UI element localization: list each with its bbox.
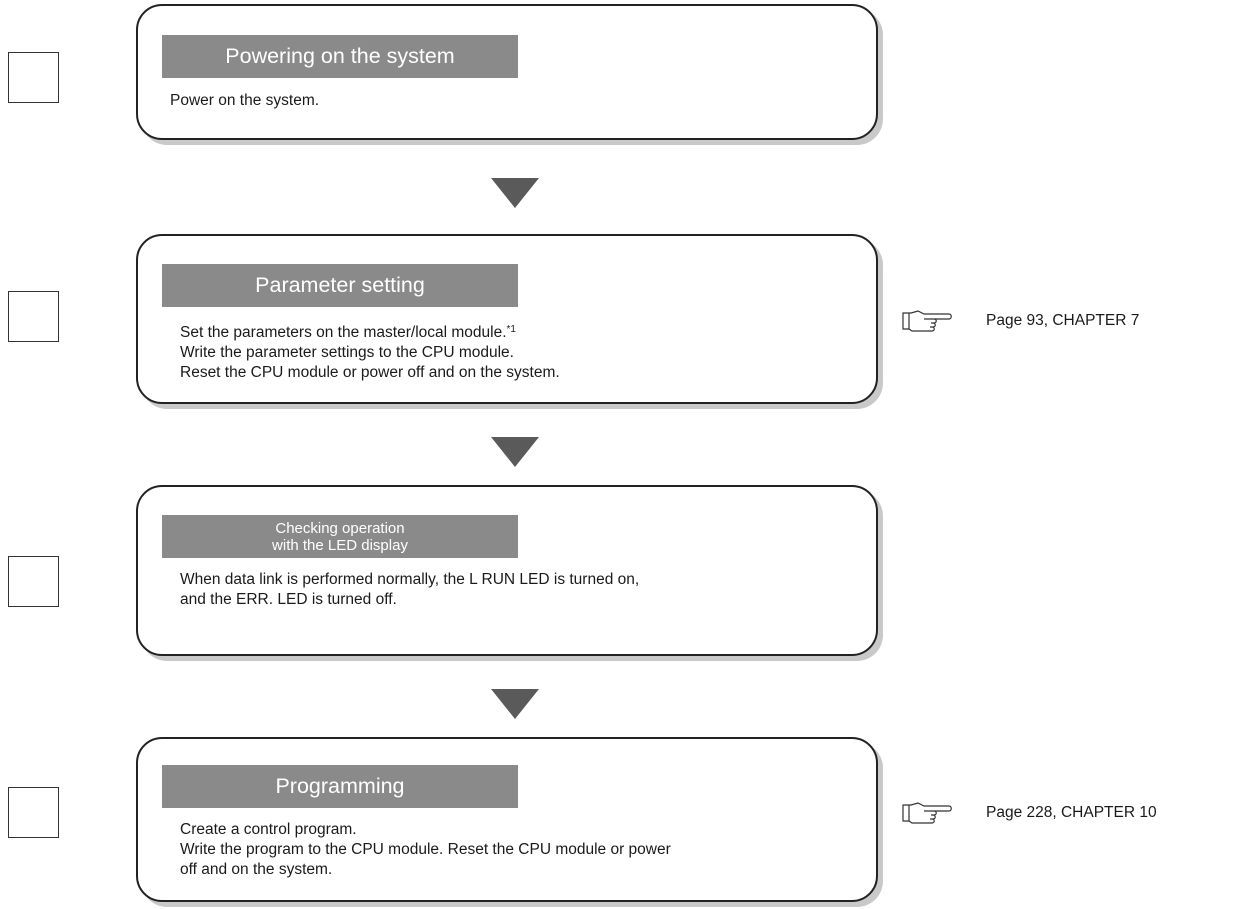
flow-arrow-3 bbox=[491, 689, 539, 719]
step-3-body: When data link is performed normally, th… bbox=[180, 570, 852, 610]
step-4-box: Programming Create a control program. Wr… bbox=[136, 737, 878, 902]
step-4-body-line-2: Write the program to the CPU module. Res… bbox=[180, 841, 671, 858]
step-3-title-line-1: Checking operation bbox=[275, 520, 405, 537]
step-4-body-line-3: off and on the system. bbox=[180, 861, 333, 878]
step-1-title-text: Powering on the system bbox=[225, 44, 455, 68]
step-4-reference-text: Page 228, CHAPTER 10 bbox=[986, 804, 1157, 821]
step-2-reference[interactable]: Page 93, CHAPTER 7 bbox=[902, 309, 1139, 333]
step-4-body: Create a control program. Write the prog… bbox=[180, 820, 852, 880]
step-3-title-line-2: with the LED display bbox=[272, 537, 408, 554]
footnote-mark: *1 bbox=[506, 324, 516, 335]
step-3-title: Checking operation with the LED display bbox=[162, 515, 518, 558]
step-4-title-text: Programming bbox=[275, 774, 405, 798]
flow-arrow-1 bbox=[491, 178, 539, 208]
step-3-box: Checking operation with the LED display … bbox=[136, 485, 878, 656]
step-2-body-line-1: Set the parameters on the master/local m… bbox=[180, 324, 507, 341]
step-2-title: Parameter setting bbox=[162, 264, 518, 307]
step-2-body-line: Set the parameters on the master/local m… bbox=[180, 320, 852, 343]
step-4-checkbox[interactable] bbox=[8, 787, 59, 838]
step-4-reference[interactable]: Page 228, CHAPTER 10 bbox=[902, 801, 1157, 825]
step-1-title: Powering on the system bbox=[162, 35, 518, 78]
step-3-body-line-2: and the ERR. LED is turned off. bbox=[180, 591, 397, 608]
step-2-box: Parameter setting Set the parameters on … bbox=[136, 234, 878, 404]
step-4-body-line-1: Create a control program. bbox=[180, 821, 357, 838]
step-2-checkbox[interactable] bbox=[8, 291, 59, 342]
step-1-checkbox[interactable] bbox=[8, 52, 59, 103]
step-2-body: Set the parameters on the master/local m… bbox=[180, 320, 852, 383]
pointing-hand-icon bbox=[902, 310, 952, 332]
step-2-title-text: Parameter setting bbox=[255, 273, 425, 297]
step-1-body: Power on the system. bbox=[170, 91, 852, 111]
step-1-box: Powering on the system Power on the syst… bbox=[136, 4, 878, 140]
step-2-reference-text: Page 93, CHAPTER 7 bbox=[986, 312, 1140, 329]
step-2-body-line-2: Write the parameter settings to the CPU … bbox=[180, 344, 514, 361]
step-3-checkbox[interactable] bbox=[8, 556, 59, 607]
step-2-body-line-3: Reset the CPU module or power off and on… bbox=[180, 364, 560, 381]
step-1-body-line: Power on the system. bbox=[170, 92, 320, 109]
flow-arrow-2 bbox=[491, 437, 539, 467]
pointing-hand-icon bbox=[902, 802, 952, 824]
step-3-body-line-1: When data link is performed normally, th… bbox=[180, 571, 640, 588]
step-4-title: Programming bbox=[162, 765, 518, 808]
